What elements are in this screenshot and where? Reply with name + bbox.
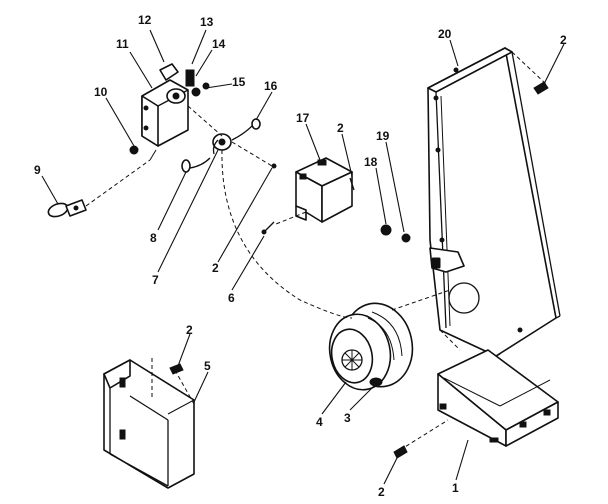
callout-12: 12 (138, 13, 152, 27)
callout-1: 1 (452, 481, 459, 495)
callout-18: 18 (364, 155, 378, 169)
callout-2: 2 (212, 261, 219, 275)
callout-5: 5 (204, 359, 211, 373)
mounting-bracket-part (103, 358, 195, 489)
callout-2: 2 (560, 33, 567, 47)
callout-8: 8 (150, 231, 157, 245)
callout-labels: 12 13 11 14 15 10 16 17 2 9 8 7 2 6 18 1… (34, 13, 567, 499)
base-tray-part (437, 349, 559, 447)
callout-16: 16 (264, 79, 278, 93)
callout-17: 17 (296, 111, 310, 125)
callout-4: 4 (316, 415, 323, 429)
switch-bracket-assembly (129, 63, 210, 155)
callout-2: 2 (186, 323, 193, 337)
assembly-lines (175, 51, 547, 451)
fasteners (169, 81, 549, 459)
callout-7: 7 (152, 273, 159, 287)
callout-2: 2 (378, 485, 385, 499)
wire-harness-parts (181, 118, 277, 235)
callout-6: 6 (228, 291, 235, 305)
callout-9: 9 (34, 163, 41, 177)
relay-box-part (295, 157, 353, 223)
callout-10: 10 (94, 85, 108, 99)
callout-14: 14 (212, 37, 226, 51)
blower-motor-part (328, 302, 414, 391)
callout-13: 13 (200, 15, 214, 29)
callout-2: 2 (337, 121, 344, 135)
callout-20: 20 (438, 27, 452, 41)
callout-15: 15 (232, 75, 246, 89)
callout-11: 11 (116, 37, 129, 51)
callout-19: 19 (376, 129, 390, 143)
callout-3: 3 (344, 411, 351, 425)
connector-part-9 (47, 149, 157, 218)
leader-lines (41, 29, 565, 485)
housing-panel-part (427, 47, 561, 357)
